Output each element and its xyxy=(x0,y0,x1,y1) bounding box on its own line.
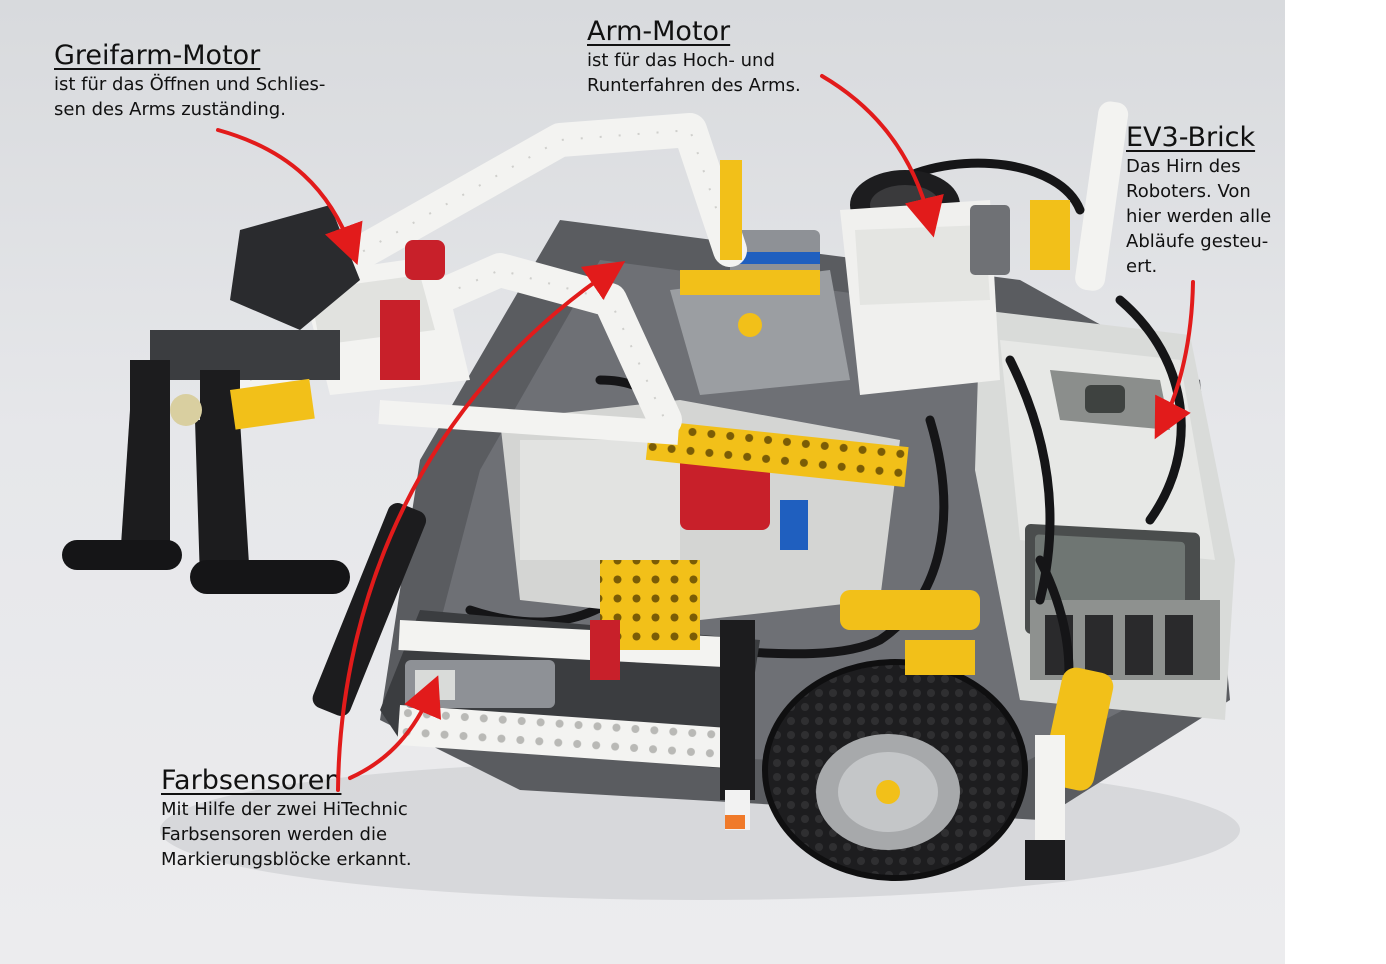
annotation-farbsensoren: Farbsensoren Mit Hilfe der zwei HiTechni… xyxy=(161,765,412,872)
annotation-line: Abläufe gesteu- xyxy=(1126,231,1269,252)
annotation-line: sen des Arms zuständing. xyxy=(54,99,286,120)
annotation-line: ert. xyxy=(1126,256,1158,277)
annotation-greifarm-motor: Greifarm-Motor ist für das Öffnen und Sc… xyxy=(54,40,325,122)
annotation-line: hier werden alle xyxy=(1126,206,1272,227)
annotation-title: Farbsensoren xyxy=(161,765,342,796)
annotation-line: ist für das Hoch- und xyxy=(587,50,775,71)
annotation-line: Markierungsblöcke erkannt. xyxy=(161,849,412,870)
front-wheel xyxy=(762,659,1028,881)
annotation-arm-motor: Arm-Motor ist für das Hoch- und Runterfa… xyxy=(587,16,801,98)
annotation-ev3-brick: EV3-Brick Das Hirn des Roboters. Von hie… xyxy=(1126,122,1271,279)
arm-motor xyxy=(670,200,1010,395)
gripper-claws xyxy=(62,205,360,594)
annotation-line: Das Hirn des xyxy=(1126,156,1241,177)
robot-photo xyxy=(0,0,1285,964)
annotation-title: Greifarm-Motor xyxy=(54,40,261,71)
annotation-title: Arm-Motor xyxy=(587,16,731,47)
annotation-line: ist für das Öffnen und Schlies- xyxy=(54,74,326,95)
annotation-line: Mit Hilfe der zwei HiTechnic xyxy=(161,799,408,820)
annotation-line: Farbsensoren werden die xyxy=(161,824,388,845)
annotation-line: Runterfahren des Arms. xyxy=(587,75,801,96)
annotation-line: Roboters. Von xyxy=(1126,181,1251,202)
annotation-title: EV3-Brick xyxy=(1126,122,1256,153)
